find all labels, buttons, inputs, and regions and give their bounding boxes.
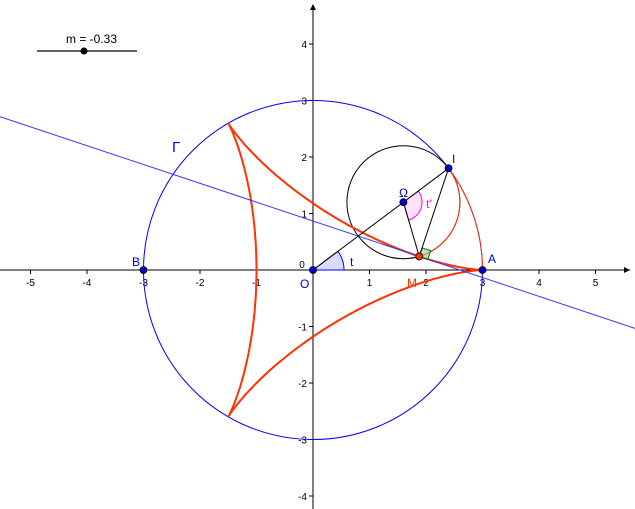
y-tick-label: 3 [301, 97, 307, 108]
label-A: A [488, 252, 496, 266]
x-tick-label: 5 [593, 278, 599, 289]
x-tick-label: -5 [26, 278, 35, 289]
y-tick-label: 2 [301, 153, 307, 164]
x-tick-label: 2 [423, 278, 429, 289]
label-gamma: Γ [172, 139, 180, 156]
point-O[interactable] [309, 266, 317, 274]
arc-IM [419, 168, 461, 257]
segment-OI [312, 167, 449, 271]
x-tick-label: 3 [480, 278, 486, 289]
deltoid-curve[interactable] [227, 122, 483, 418]
arc-AI [448, 168, 483, 271]
x-tick-label: -2 [196, 278, 205, 289]
y-tick-label: 1 [301, 210, 307, 221]
slider-knob[interactable] [80, 47, 88, 55]
tangent-line[interactable] [0, 116, 635, 329]
slider-label: m = -0.33 [66, 32, 117, 46]
y-tick-label: -2 [298, 379, 307, 390]
x-axis-arrow-icon [624, 267, 630, 273]
y-tick-label: -4 [298, 492, 307, 503]
label-M: M [407, 276, 417, 290]
x-tick-label: 0 [299, 260, 305, 271]
segment-IM [418, 168, 450, 257]
y-tick-label: 4 [301, 40, 307, 51]
x-tick-label: 1 [367, 278, 373, 289]
point-I[interactable] [444, 164, 453, 173]
y-tick-label: -3 [298, 436, 307, 447]
label-I: I [452, 152, 455, 166]
y-axis-arrow-icon [310, 4, 316, 10]
point-M[interactable] [415, 252, 424, 261]
label-t-prime: t' [426, 197, 432, 211]
angle-t-prime-marker [402, 190, 423, 221]
label-O: O [300, 277, 309, 291]
point-B[interactable] [139, 266, 148, 274]
label-Omega: Ω [399, 186, 408, 200]
label-t: t [350, 255, 354, 269]
point-Omega[interactable] [399, 198, 408, 207]
point-A[interactable] [478, 266, 487, 274]
x-tick-label: 4 [536, 278, 542, 289]
y-tick-label: -1 [298, 323, 307, 334]
segment-OmegaM [402, 202, 420, 257]
label-B: B [132, 255, 140, 269]
x-tick-label: -4 [83, 278, 92, 289]
angle-t-marker [311, 250, 345, 271]
